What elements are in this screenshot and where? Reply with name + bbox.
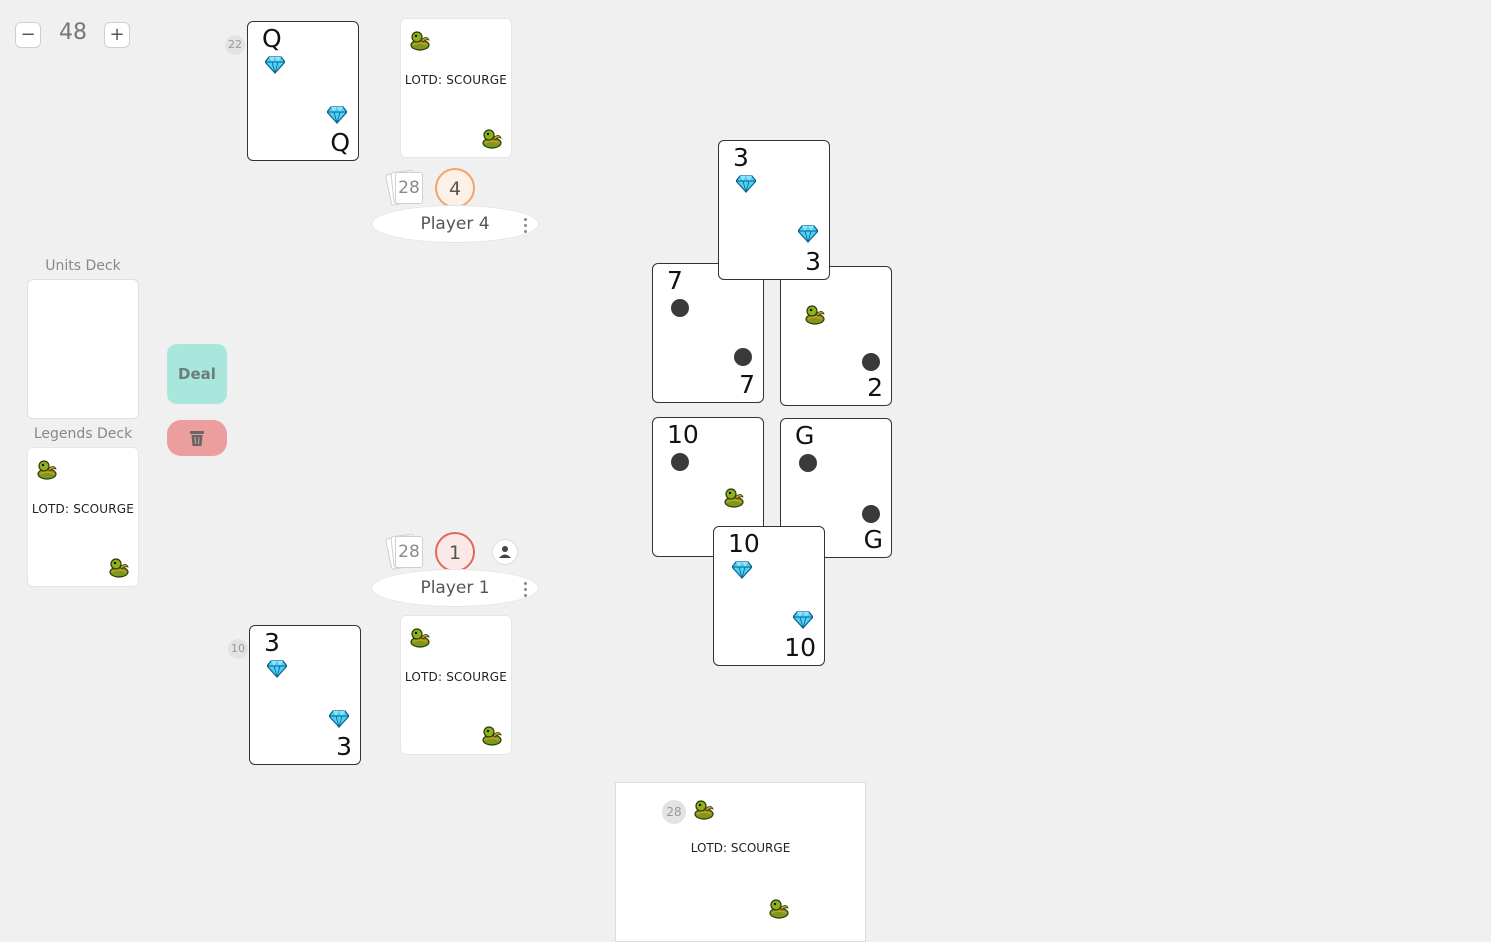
- gem-icon: [329, 710, 349, 728]
- player4-deck[interactable]: 28: [384, 169, 423, 207]
- player4-hand-count: 22: [225, 35, 245, 55]
- player1-seat-badge: 1: [435, 532, 475, 572]
- dragon-icon: [693, 800, 715, 820]
- selected-card-preview[interactable]: 28 LOTD: SCOURGE: [615, 782, 866, 942]
- gem-icon: [327, 106, 347, 124]
- dragon-icon: [409, 628, 431, 648]
- player4-deck-count: 28: [395, 172, 423, 204]
- player4-name: Player 4: [420, 214, 490, 234]
- black-dot-icon: [671, 453, 689, 471]
- card-rank: Q: [330, 128, 350, 157]
- player4-hand-card[interactable]: Q Q: [247, 21, 359, 161]
- zoom-level: 48: [59, 20, 87, 45]
- card-rank: 10: [667, 420, 699, 449]
- preview-text: LOTD: SCOURGE: [690, 841, 791, 855]
- user-icon[interactable]: [492, 539, 518, 565]
- card-rank: 10: [728, 529, 760, 558]
- black-dot-icon: [734, 348, 752, 366]
- dragon-icon: [804, 305, 826, 325]
- gem-icon: [265, 56, 285, 74]
- card-rank: G: [863, 525, 883, 554]
- trash-icon: [190, 431, 204, 446]
- player1-legend-card[interactable]: LOTD: SCOURGE: [400, 615, 512, 755]
- gem-icon: [736, 175, 756, 193]
- discard-button[interactable]: [167, 420, 227, 456]
- player4-legend-card[interactable]: LOTD: SCOURGE: [400, 18, 512, 158]
- gem-icon: [798, 225, 818, 243]
- player4-name-plate[interactable]: Player 4: [371, 205, 539, 243]
- table-card[interactable]: 7 7: [652, 263, 764, 403]
- black-dot-icon: [671, 299, 689, 317]
- card-rank: 3: [336, 732, 352, 761]
- dragon-icon: [481, 129, 503, 149]
- table-card[interactable]: 3 3: [718, 140, 830, 280]
- player1-name-plate[interactable]: Player 1: [371, 569, 539, 607]
- player1-name: Player 1: [420, 578, 490, 598]
- player1-deck[interactable]: 28: [384, 533, 423, 571]
- dragon-icon: [723, 488, 745, 508]
- card-rank: 3: [264, 628, 280, 657]
- dragon-icon: [36, 460, 58, 480]
- legend-card-text: LOTD: SCOURGE: [404, 73, 508, 87]
- kebab-menu-icon[interactable]: [524, 218, 528, 234]
- player1-hand-card[interactable]: 3 3: [249, 625, 361, 765]
- gem-icon: [793, 611, 813, 629]
- legends-deck[interactable]: LOTD: SCOURGE: [27, 447, 139, 587]
- gem-icon: [267, 660, 287, 678]
- player1-hand-count: 10: [228, 639, 248, 659]
- black-dot-icon: [862, 353, 880, 371]
- table-card[interactable]: 2: [780, 266, 892, 406]
- legends-deck-text: LOTD: SCOURGE: [31, 502, 135, 516]
- black-dot-icon: [799, 454, 817, 472]
- zoom-out-button[interactable]: −: [15, 22, 41, 48]
- legend-card-text: LOTD: SCOURGE: [404, 670, 508, 684]
- card-rank: 2: [867, 373, 883, 402]
- card-rank: 7: [667, 266, 683, 295]
- dragon-icon: [409, 31, 431, 51]
- black-dot-icon: [862, 505, 880, 523]
- dragon-icon: [481, 726, 503, 746]
- card-rank: 3: [805, 247, 821, 276]
- legends-deck-label: Legends Deck: [33, 426, 133, 442]
- card-rank: 7: [739, 370, 755, 399]
- table-card[interactable]: 10 10: [713, 526, 825, 666]
- zoom-in-button[interactable]: +: [104, 22, 130, 48]
- card-rank: G: [795, 421, 815, 450]
- player1-deck-count: 28: [395, 536, 423, 568]
- card-rank: 3: [733, 143, 749, 172]
- player4-seat-badge: 4: [435, 168, 475, 208]
- units-deck-label: Units Deck: [45, 258, 121, 274]
- kebab-menu-icon[interactable]: [524, 582, 528, 598]
- card-rank: 10: [784, 633, 816, 662]
- dragon-icon: [108, 558, 130, 578]
- card-rank: Q: [262, 24, 282, 53]
- units-deck[interactable]: [27, 279, 139, 419]
- preview-count: 28: [662, 800, 686, 824]
- dragon-icon: [768, 899, 790, 919]
- deal-button[interactable]: Deal: [167, 344, 227, 404]
- gem-icon: [732, 561, 752, 579]
